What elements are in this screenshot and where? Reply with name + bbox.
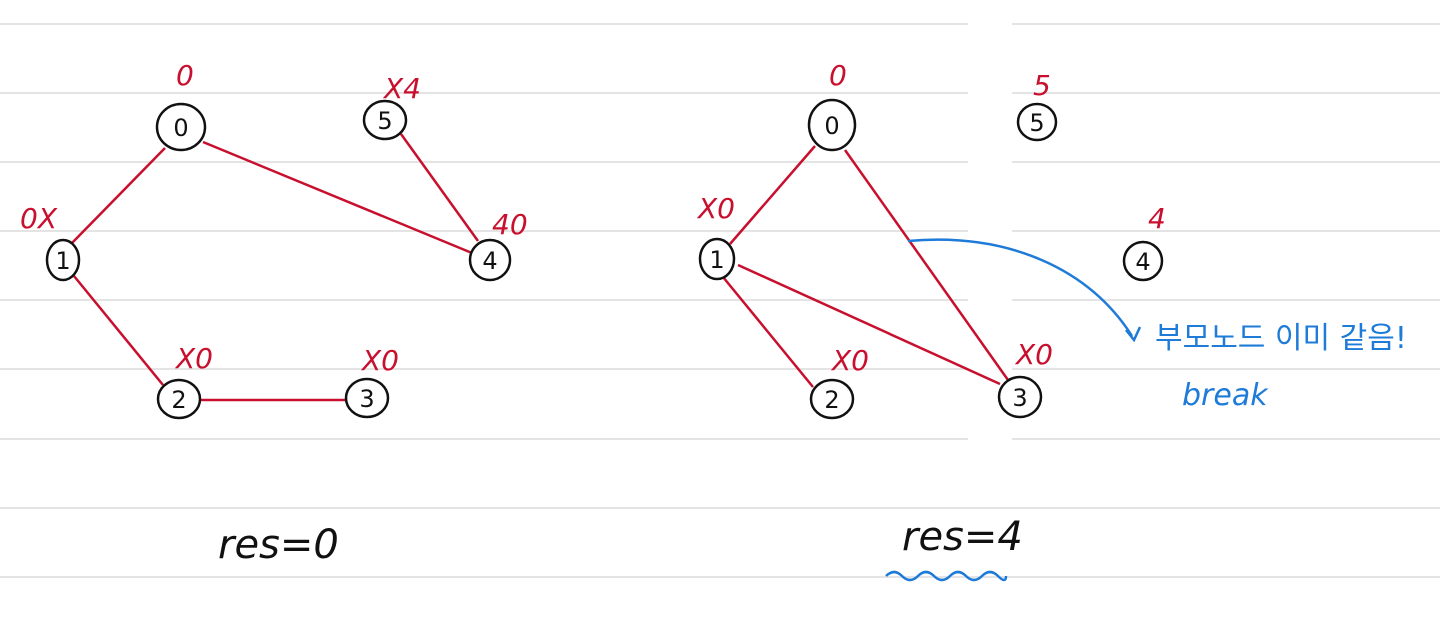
right-node-0-label: 0 [824,112,839,140]
right-nodes: 0 1 2 3 4 5 [698,98,1164,420]
right-node-4: 4 [1122,240,1164,282]
edge-5-4 [399,133,480,242]
left-node-3: 3 [344,377,390,419]
left-node-5: 5 [362,99,408,141]
edge-1-3 [737,263,1001,386]
left-node-4-label: 4 [482,247,497,275]
right-node-2: 2 [809,378,855,420]
left-graph: 0 1 2 3 4 5 0 0 [20,59,528,568]
left-node-4: 4 [468,238,512,282]
right-note-3: X0 [1014,338,1053,371]
right-note-4: 4 [1148,202,1166,235]
ruled-lines [0,23,1440,578]
left-result: res=0 [218,522,339,568]
right-graph: 0 1 2 3 4 5 0 X [696,59,1407,582]
left-note-2: X0 [174,342,213,375]
right-node-4-label: 4 [1135,248,1150,276]
left-node-3-label: 3 [359,385,374,413]
left-node-1-label: 1 [55,247,70,275]
left-note-1: 0X [20,202,58,235]
edge-0-1 [71,147,166,244]
annotation-break: break [1182,378,1269,413]
left-nodes: 0 1 2 3 4 5 [45,99,512,420]
edge-1-2 [73,275,164,386]
left-note-4: 40 [492,208,528,241]
right-node-1: 1 [698,237,736,281]
edge-0-4 [202,140,473,255]
left-note-3: X0 [360,344,399,377]
right-note-2: X0 [830,344,869,377]
right-result: res=4 [902,514,1023,560]
right-node-5: 5 [1016,102,1058,142]
right-parent-notes: 0 X0 X0 X0 4 5 [696,59,1166,377]
left-node-5-label: 5 [377,107,392,135]
left-node-1: 1 [45,238,81,282]
annotation-arrow [907,238,1142,343]
left-node-2-label: 2 [171,386,186,414]
edge-0-1 [729,145,816,245]
right-node-2-label: 2 [824,386,839,414]
right-note-5: 5 [1033,69,1051,102]
right-node-5-label: 5 [1029,109,1044,137]
right-node-3: 3 [997,375,1043,419]
left-edges [71,133,480,402]
left-node-0: 0 [155,102,207,152]
left-node-0-label: 0 [173,114,188,142]
right-node-1-label: 1 [709,246,724,274]
left-note-5: X4 [382,72,421,105]
result-underline-squiggle [885,570,1008,582]
right-note-0: 0 [829,59,847,92]
right-edges [722,145,1010,388]
left-note-0: 0 [176,59,194,92]
right-note-1: X0 [696,192,735,225]
edge-0-3 [843,149,1010,381]
left-parent-notes: 0 0X X0 X0 40 X4 [20,59,528,377]
left-node-2: 2 [156,378,202,420]
annotation-note: 부모노드 이미 같음! [1155,321,1407,356]
right-node-3-label: 3 [1012,384,1027,412]
edge-1-2 [722,276,814,388]
right-node-0: 0 [807,98,857,152]
